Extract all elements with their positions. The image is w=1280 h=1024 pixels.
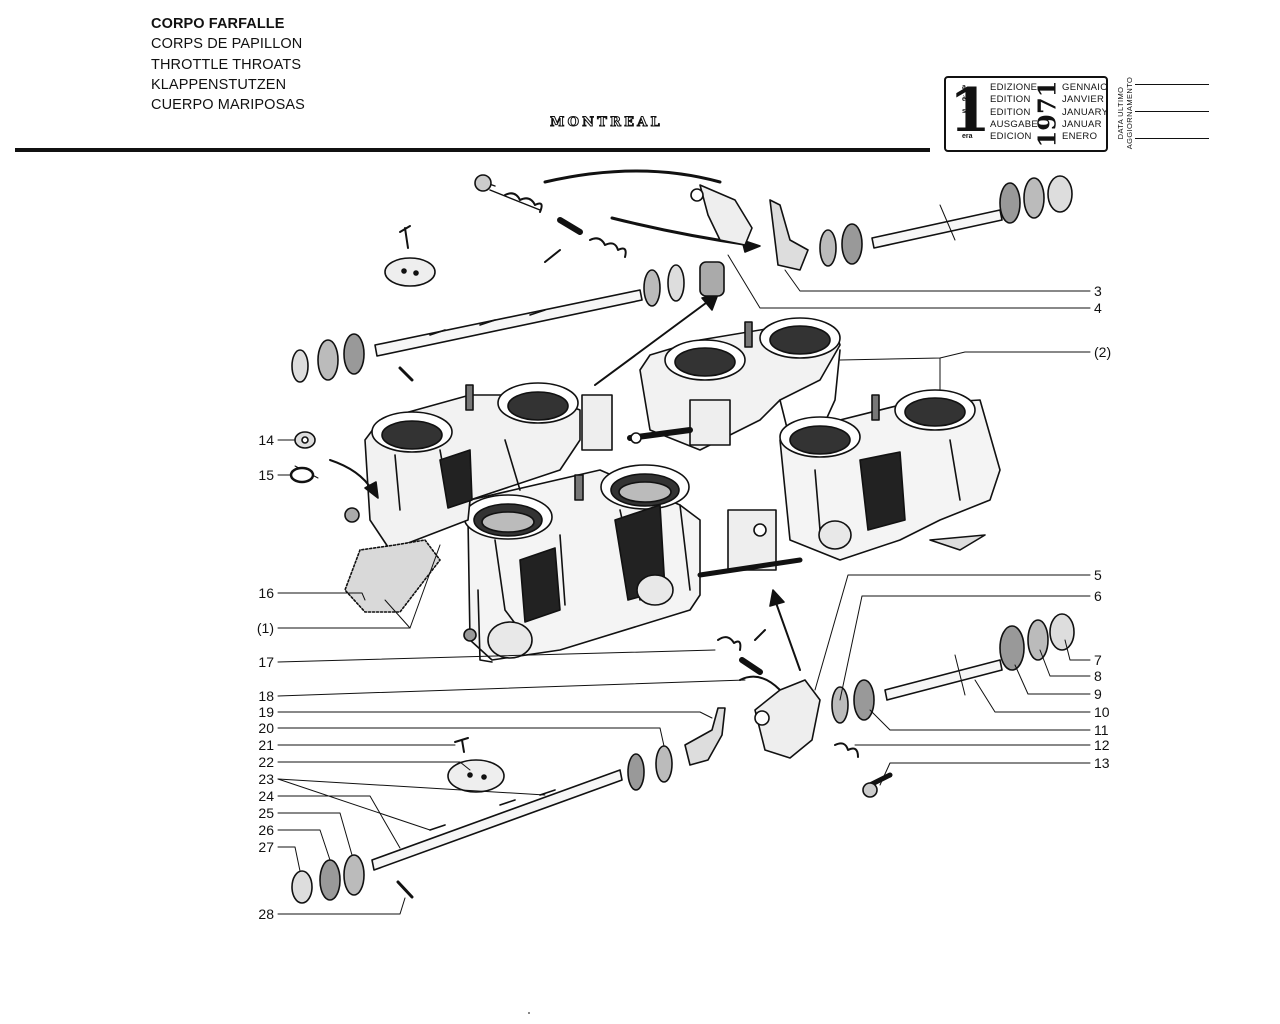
update-line	[1135, 84, 1209, 85]
edition-box	[944, 76, 1108, 152]
callout-24: 24	[258, 788, 274, 804]
callout-3: 3	[1094, 283, 1102, 299]
edition-suffix: st	[962, 108, 969, 115]
edition-suffix: era	[962, 133, 973, 140]
header-rule	[15, 148, 930, 152]
callout-15: 15	[258, 467, 274, 483]
title-italian: CORPO FARFALLE	[151, 16, 285, 32]
throttle-body-front	[463, 464, 701, 663]
model-logo: MONTREAL	[550, 115, 663, 131]
edition-month: JANUAR	[1062, 118, 1102, 130]
callout-28: 28	[258, 906, 274, 922]
edition-month: ENERO	[1062, 131, 1098, 143]
title-french: CORPS DE PAPILLON	[151, 36, 303, 53]
callout-1: (1)	[256, 620, 274, 636]
throttle-disc	[384, 257, 436, 287]
callout-22: 22	[258, 754, 274, 770]
title-german: KLAPPENSTUTZEN	[151, 76, 287, 93]
callout-19: 19	[258, 704, 274, 720]
update-line	[1135, 138, 1209, 139]
central-linkage-lower	[697, 509, 803, 578]
update-line	[1135, 111, 1209, 112]
edition-number: 1	[949, 76, 991, 146]
callout-8: 8	[1094, 668, 1102, 684]
callout-11: 11	[1094, 722, 1109, 738]
callout-27: 27	[258, 839, 274, 855]
callout-4: 4	[1094, 300, 1102, 316]
scan-mark	[528, 1012, 530, 1014]
edition-label: EDIZIONE	[990, 82, 1038, 93]
leader-lines-left	[277, 439, 746, 915]
callout-7: 7	[1094, 652, 1102, 668]
lower-right-shaft	[754, 613, 1075, 798]
callout-2: (2)	[1094, 344, 1112, 360]
callout-21: 21	[258, 737, 274, 753]
edition-month: GENNAIO	[1062, 82, 1108, 93]
edition-label: AUSGABE	[990, 118, 1039, 130]
title-english: THROTTLE THROATS	[151, 56, 302, 73]
callout-20: 20	[258, 720, 274, 736]
leader-lines-right	[727, 254, 1091, 786]
edition-month: JANUARY	[1062, 106, 1109, 118]
throttle-body-front-right	[779, 389, 1001, 561]
upper-lever-assembly	[690, 175, 1073, 271]
callout-13: 13	[1094, 755, 1110, 771]
callout-26: 26	[258, 822, 274, 838]
callout-16: 16	[258, 585, 274, 601]
callout-5: 5	[1094, 567, 1102, 583]
edition-suffix: ère	[962, 96, 973, 103]
edition-label: EDICION	[990, 131, 1032, 143]
callout-23: 23	[258, 771, 274, 787]
callout-9: 9	[1094, 686, 1102, 702]
central-linkage-upper	[581, 394, 731, 451]
callout-17: 17	[258, 654, 274, 670]
title-spanish: CUERPO MARIPOSAS	[151, 97, 305, 114]
throttle-body-rear-left	[344, 382, 581, 551]
gasket-16	[344, 539, 441, 613]
callout-10: 10	[1094, 704, 1110, 720]
arrow-icon	[364, 481, 379, 499]
edition-label: EDITION	[990, 106, 1031, 118]
edition-month: JANVIER	[1062, 94, 1105, 106]
callout-18: 18	[258, 688, 274, 704]
callout-6: 6	[1094, 588, 1102, 604]
callout-12: 12	[1094, 737, 1110, 753]
edition-label: EDITION	[990, 94, 1031, 106]
arrow-icon	[769, 589, 785, 607]
edition-months: GENNAIO JANVIER JANUARY JANUAR ENERO	[1062, 82, 1108, 143]
edition-suffix: a	[962, 84, 966, 91]
title-block: CORPO FARFALLE CORPS DE PAPILLON THROTTL…	[151, 14, 305, 115]
callout-14: 14	[258, 432, 274, 448]
lower-left-shaft	[289, 431, 766, 904]
edition-labels: EDIZIONE EDITION EDITION AUSGABE EDICION	[990, 82, 1038, 143]
callout-25: 25	[258, 805, 274, 821]
upper-shaft-left	[291, 174, 725, 383]
